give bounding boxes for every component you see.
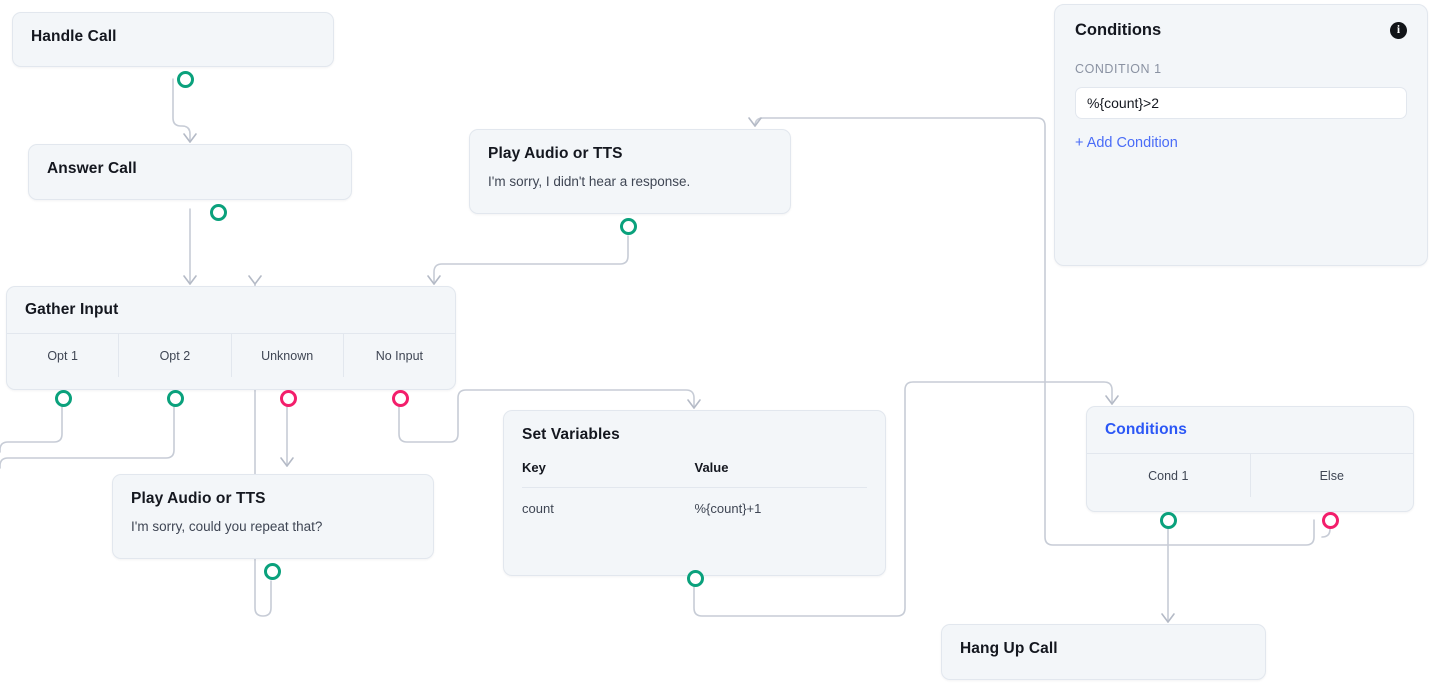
port-label: Opt 2 (159, 348, 191, 363)
port-unknown[interactable] (280, 390, 297, 407)
node-title: Gather Input (25, 301, 119, 318)
port-label: Cond 1 (1148, 468, 1189, 483)
port-label: Opt 1 (47, 348, 78, 363)
node-gather-input[interactable]: Gather Input Opt 1 Opt 2 Unknown No Inpu… (6, 286, 456, 407)
port-label: No Input (375, 348, 423, 363)
edge-noresponse-to-gather (433, 235, 629, 285)
spacer (1087, 439, 1413, 453)
node-answer-call[interactable]: Answer Call (28, 144, 352, 221)
table-header-row: Key Value (522, 444, 867, 475)
node-hang-up-call[interactable]: Hang Up Call (941, 624, 1266, 680)
column-header-value: Value (694, 460, 729, 475)
node-title: Set Variables (522, 426, 620, 443)
port-cond-1[interactable] (1160, 512, 1177, 529)
conditions-panel: Conditions i CONDITION 1 %{count}>2 + Ad… (1054, 4, 1428, 266)
port-cell-unknown[interactable]: Unknown (232, 334, 344, 377)
node-conditions[interactable]: Conditions Cond 1 Else (1086, 406, 1414, 529)
node-play-audio-no-response[interactable]: Play Audio or TTS I'm sorry, I didn't he… (469, 129, 791, 235)
port-else[interactable] (1322, 512, 1339, 529)
cell-value: %{count}+1 (694, 501, 762, 516)
port-set-variables-out[interactable] (687, 570, 704, 587)
condition-label: CONDITION 1 (1075, 62, 1162, 76)
spacer (7, 319, 455, 333)
port-cell-else[interactable]: Else (1251, 454, 1414, 497)
port-handle-call-out[interactable] (177, 71, 194, 88)
port-play-audio-no-response-out[interactable] (620, 218, 637, 235)
port-cell-opt-1[interactable]: Opt 1 (7, 334, 120, 377)
node-handle-call[interactable]: Handle Call (12, 12, 334, 88)
port-opt-1[interactable] (55, 390, 72, 407)
conditions-ports: Cond 1 Else (1087, 453, 1413, 497)
node-title: Answer Call (47, 160, 137, 177)
table-divider (522, 487, 867, 488)
node-subtitle: I'm sorry, I didn't hear a response. (488, 174, 691, 189)
node-subtitle: I'm sorry, could you repeat that? (131, 519, 323, 534)
column-header-key: Key (522, 460, 546, 475)
port-label: Unknown (261, 348, 314, 363)
panel-header: Conditions i (1055, 5, 1427, 40)
port-no-input[interactable] (392, 390, 409, 407)
edge-opt1-out (0, 404, 63, 453)
node-title: Handle Call (31, 28, 117, 45)
node-title: Conditions (1105, 421, 1187, 438)
add-condition-button[interactable]: + Add Condition (1075, 135, 1178, 151)
edge-handle-to-answer (172, 78, 191, 143)
set-variables-table: Key Value count %{count}+1 (504, 444, 885, 534)
node-play-audio-repeat[interactable]: Play Audio or TTS I'm sorry, could you r… (112, 474, 434, 580)
node-title: Play Audio or TTS (131, 490, 266, 507)
port-answer-call-out[interactable] (210, 204, 227, 221)
gather-input-ports: Opt 1 Opt 2 Unknown No Input (7, 333, 455, 377)
port-label: Else (1319, 468, 1344, 483)
port-cell-cond-1[interactable]: Cond 1 (1087, 454, 1251, 497)
node-title: Hang Up Call (960, 640, 1058, 657)
port-play-audio-repeat-out[interactable] (264, 563, 281, 580)
cell-key: count (522, 501, 554, 516)
port-cell-opt-2[interactable]: Opt 2 (119, 334, 232, 377)
condition-input[interactable]: %{count}>2 (1075, 87, 1407, 119)
edge-opt2-out (0, 404, 175, 469)
node-set-variables[interactable]: Set Variables Key Value count %{count}+1 (503, 410, 886, 587)
info-icon[interactable]: i (1390, 22, 1407, 39)
panel-title: Conditions (1075, 21, 1162, 39)
node-title: Play Audio or TTS (488, 145, 623, 162)
port-opt-2[interactable] (167, 390, 184, 407)
table-row[interactable]: count %{count}+1 (522, 488, 867, 534)
port-cell-no-input[interactable]: No Input (344, 334, 455, 377)
